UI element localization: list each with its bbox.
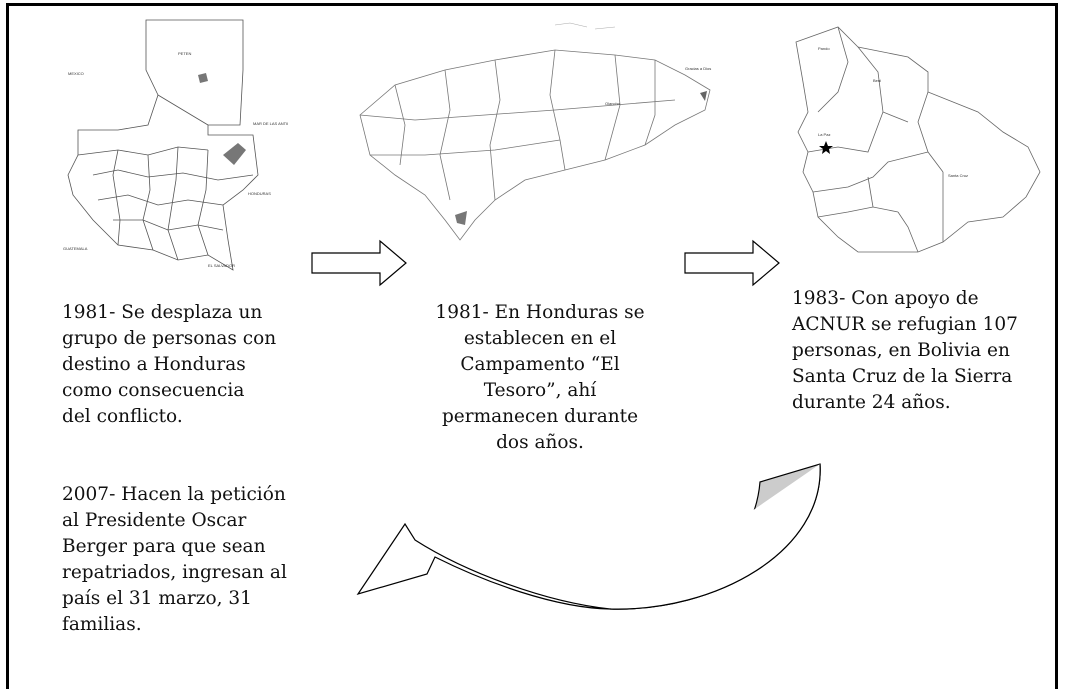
caption-line: país el 31 marzo, 31	[62, 588, 252, 609]
svg-text:GUATEMALA: GUATEMALA	[63, 246, 88, 251]
svg-text:Santa Cruz: Santa Cruz	[948, 173, 968, 178]
caption-line: como consecuencia	[62, 380, 245, 401]
svg-text:Olancho: Olancho	[605, 101, 621, 106]
bolivia-caption: 1983- Con apoyo de ACNUR se refugian 107…	[792, 286, 1052, 416]
right-arrow-icon	[310, 238, 410, 288]
caption-line: permanecen durante	[441, 406, 639, 427]
svg-text:EL SALVADOR: EL SALVADOR	[208, 263, 235, 268]
caption-line: Berger para que sean	[62, 536, 266, 557]
svg-text:Beni: Beni	[873, 78, 881, 83]
caption-line: repatriados, ingresan al	[62, 562, 287, 583]
caption-line: grupo de personas con	[62, 328, 277, 349]
return-caption: 2007- Hacen la petición al Presidente Os…	[62, 482, 332, 638]
honduras-map-icon: Gracias a Dios Olancho	[355, 15, 725, 255]
caption-line: 1983- Con apoyo de	[792, 288, 979, 309]
guatemala-caption: 1981- Se desplaza un grupo de personas c…	[62, 300, 322, 430]
caption-line: establecen en el	[463, 328, 617, 349]
svg-text:Gracias a Dios: Gracias a Dios	[685, 66, 711, 71]
curved-return-arrow-icon	[355, 462, 835, 622]
svg-text:PETEN: PETEN	[178, 51, 191, 56]
honduras-caption: 1981- En Honduras se establecen en el Ca…	[410, 300, 670, 456]
right-arrow-icon	[683, 238, 783, 288]
svg-text:HONDURAS: HONDURAS	[248, 191, 271, 196]
bolivia-map-icon: Pando Beni La Paz Santa Cruz	[778, 12, 1058, 262]
svg-text:Pando: Pando	[818, 46, 830, 51]
guatemala-map-icon: MEXICO PETEN MAR DE LAS ANTILLAS HONDURA…	[58, 15, 297, 275]
caption-line: 1981- Se desplaza un	[62, 302, 263, 323]
caption-line: familias.	[62, 614, 142, 635]
diagram-frame	[6, 3, 1058, 689]
svg-text:MAR DE LAS ANTILLAS: MAR DE LAS ANTILLAS	[253, 121, 288, 126]
caption-line: Campamento “El	[460, 354, 620, 375]
caption-line: durante 24 años.	[792, 392, 951, 413]
caption-line: dos años.	[496, 432, 584, 453]
caption-line: personas, en Bolivia en	[792, 340, 1010, 361]
caption-line: del conflicto.	[62, 406, 183, 427]
svg-text:La Paz: La Paz	[818, 132, 830, 137]
caption-line: 2007- Hacen la petición	[62, 484, 286, 505]
caption-line: Santa Cruz de la Sierra	[792, 366, 1013, 387]
svg-text:MEXICO: MEXICO	[68, 71, 84, 76]
caption-line: destino a Honduras	[62, 354, 246, 375]
caption-line: 1981- En Honduras se	[435, 302, 645, 323]
caption-line: ACNUR se refugian 107	[792, 314, 1018, 335]
caption-line: Tesoro”, ahí	[483, 380, 597, 401]
caption-line: al Presidente Oscar	[62, 510, 247, 531]
